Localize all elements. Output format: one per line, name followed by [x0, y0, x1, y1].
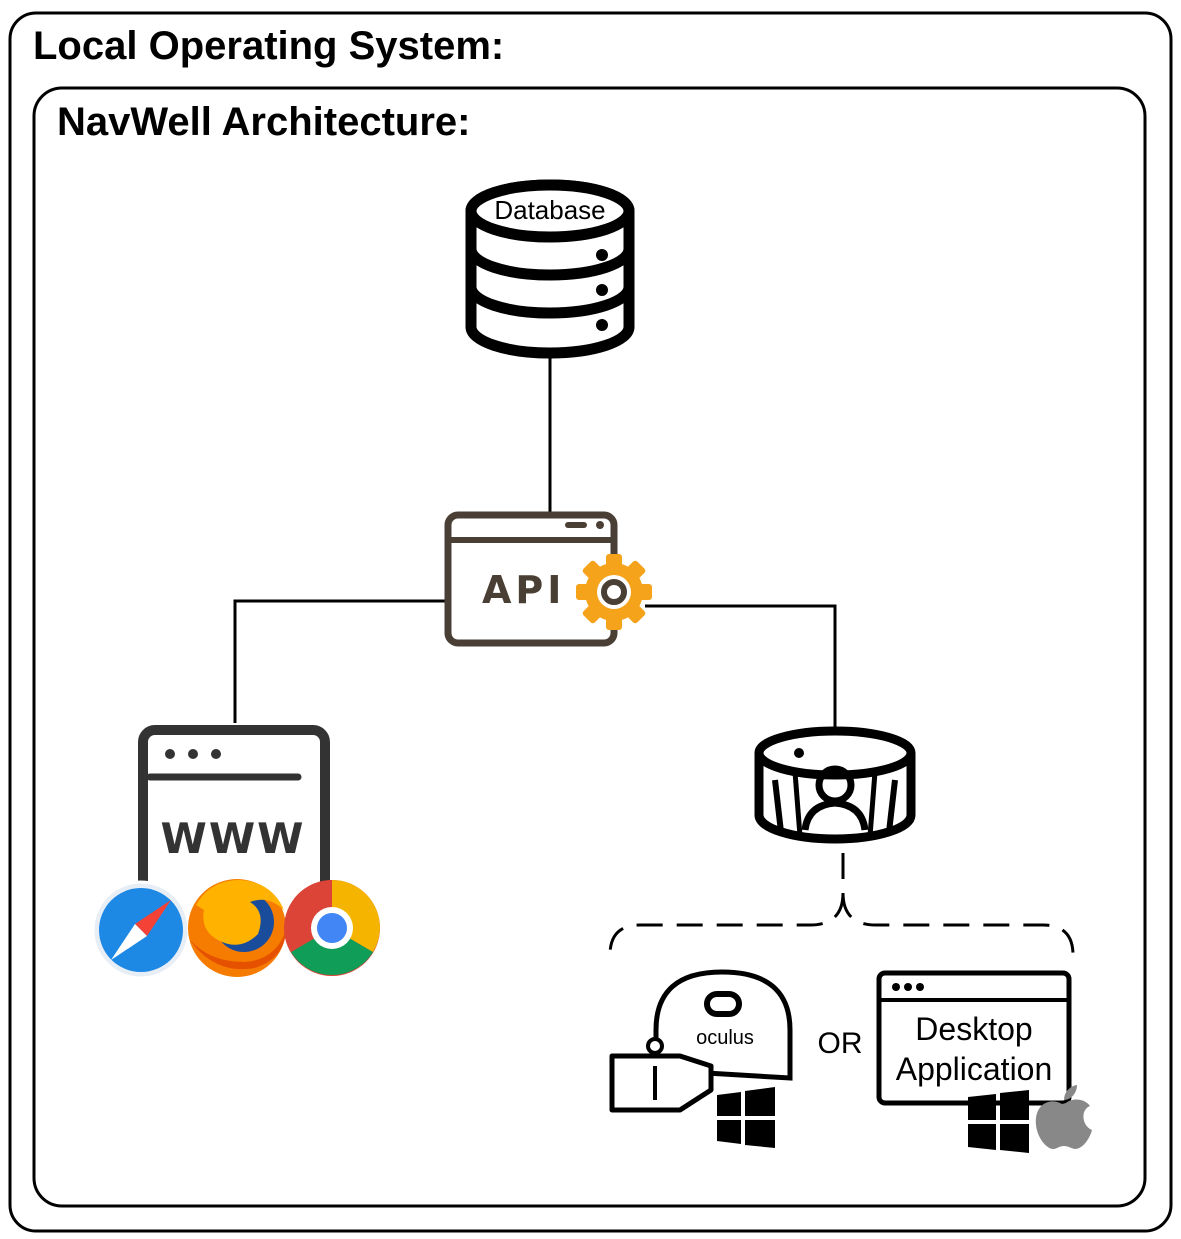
- vr-dot: [794, 748, 804, 758]
- safari-icon: [91, 880, 191, 980]
- gear-icon: [576, 554, 652, 630]
- or-label: OR: [818, 1027, 863, 1060]
- web-browser-icon: [138, 725, 330, 935]
- oculus-label: oculus: [696, 1027, 754, 1049]
- database-label: Database: [494, 195, 605, 225]
- api-icon: [444, 511, 618, 647]
- desktop-app-icon: [876, 970, 1072, 1106]
- firefox-icon: [188, 879, 286, 977]
- database-icon: [465, 179, 635, 359]
- vr-360-icon: [754, 726, 916, 844]
- navwell-title: NavWell Architecture:: [57, 100, 470, 144]
- connector-api-web: [233, 599, 456, 723]
- apple-icon: [1035, 1085, 1092, 1150]
- oculus-headset-icon: [609, 969, 793, 1113]
- desktop-label-line2: Application: [896, 1051, 1053, 1087]
- windows-icon: [968, 1090, 1029, 1153]
- device-choice-brace: [608, 853, 1075, 956]
- windows-icon: [717, 1087, 775, 1148]
- connector-api-vr: [645, 604, 837, 727]
- api-label: API: [482, 568, 565, 612]
- desktop-label-line1: Desktop: [915, 1011, 1032, 1047]
- chrome-icon: [284, 880, 380, 976]
- local-os-title: Local Operating System:: [33, 24, 504, 68]
- web-label: WWW: [161, 814, 306, 863]
